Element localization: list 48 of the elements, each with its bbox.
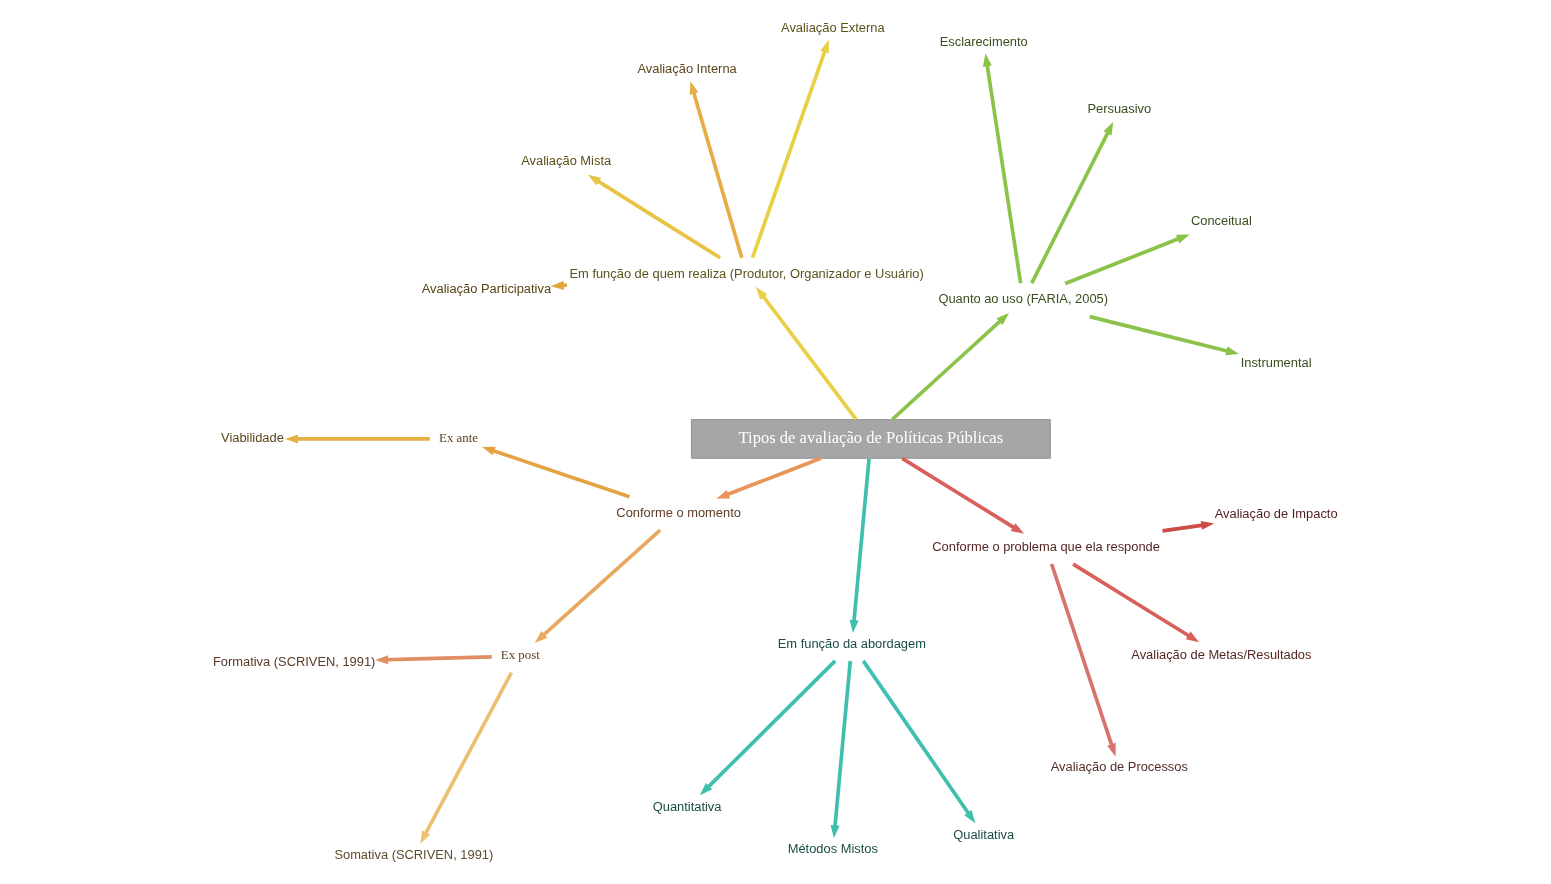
node-text: Avaliação de Metas/Resultados bbox=[1131, 647, 1312, 663]
node-box: Tipos de avaliação de Políticas Públicas bbox=[690, 419, 1051, 459]
arrow bbox=[830, 660, 853, 839]
arrow bbox=[689, 81, 744, 259]
node-text: Persuasivo bbox=[1087, 101, 1152, 117]
arrow bbox=[1064, 234, 1190, 286]
arrow bbox=[750, 39, 829, 259]
node-text: Ex post bbox=[500, 648, 540, 663]
node-text: Somativa (SCRIVEN, 1991) bbox=[334, 846, 494, 862]
arrow bbox=[982, 53, 1023, 284]
node-text: Em função da abordagem bbox=[777, 635, 926, 651]
arrow bbox=[1030, 121, 1114, 285]
node-text: Avaliação de Processos bbox=[1050, 759, 1188, 775]
arrow bbox=[755, 286, 858, 421]
arrow bbox=[699, 659, 837, 796]
node-text: Avaliação Externa bbox=[781, 19, 885, 35]
node-text: Métodos Mistos bbox=[787, 840, 878, 856]
arrow bbox=[420, 671, 514, 844]
arrow bbox=[861, 659, 976, 824]
arrow bbox=[1072, 562, 1200, 643]
node-text: Avaliação de Impacto bbox=[1214, 506, 1338, 522]
arrow bbox=[901, 456, 1025, 534]
node-text: Conforme o momento bbox=[616, 504, 741, 520]
node-text: Qualitativa bbox=[953, 826, 1015, 842]
node-text: Esclarecimento bbox=[939, 33, 1028, 49]
arrow bbox=[534, 528, 662, 643]
arrow bbox=[716, 456, 822, 499]
node-text: Em função de quem realiza (Produtor, Organizador e Usuário) bbox=[569, 265, 924, 281]
node-text: Avaliação Mista bbox=[521, 152, 612, 168]
arrow bbox=[375, 654, 492, 665]
node-text: Avaliação Interna bbox=[637, 61, 737, 77]
arrow bbox=[1162, 520, 1215, 533]
node-text: Formativa (SCRIVEN, 1991) bbox=[212, 653, 376, 669]
node-text: Avaliação Participativa bbox=[421, 281, 552, 297]
node-text: Quantitativa bbox=[652, 799, 722, 815]
arrow bbox=[1049, 563, 1116, 757]
node-text: Conceitual bbox=[1190, 213, 1252, 229]
arrow bbox=[587, 174, 721, 260]
arrow bbox=[482, 446, 631, 499]
node-text: Instrumental bbox=[1240, 354, 1312, 370]
node-text: Ex ante bbox=[439, 431, 479, 446]
arrow bbox=[1089, 314, 1239, 356]
node-text: Conforme o problema que ela responde bbox=[932, 538, 1160, 554]
node-text: Quanto ao uso (FARIA, 2005) bbox=[938, 291, 1109, 307]
node-text: Viabilidade bbox=[221, 430, 284, 446]
arrow bbox=[285, 434, 430, 444]
arrow bbox=[891, 313, 1010, 421]
arrow bbox=[849, 458, 871, 634]
